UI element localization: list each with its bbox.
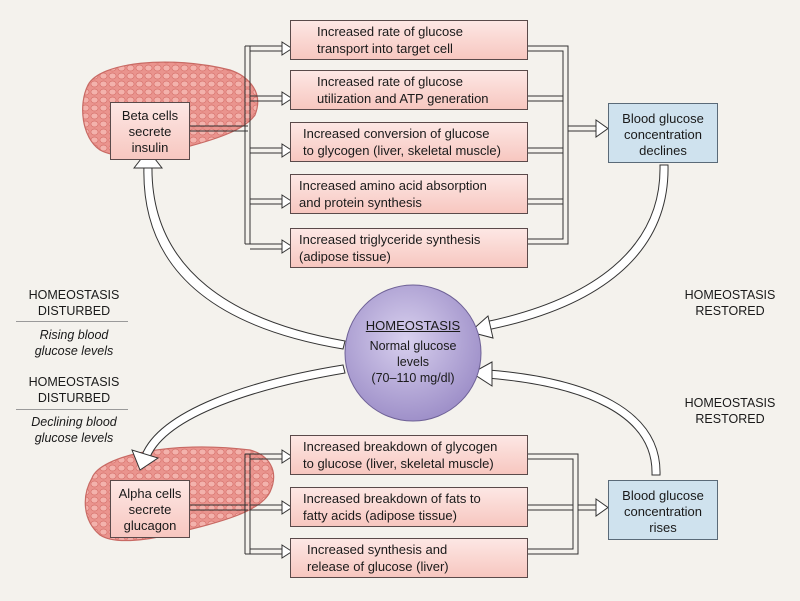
glucose-rises-box: Blood glucose concentration rises (608, 480, 718, 540)
divider-top (16, 321, 128, 322)
insulin-effect-protein-synthesis: Increased amino acid absorption and prot… (290, 174, 528, 214)
glucagon-effect-fat-breakdown: Increased breakdown of fats to fatty aci… (290, 487, 528, 527)
insulin-branch-lines (190, 45, 596, 250)
homeostasis-circle (344, 284, 482, 422)
homeostasis-disturbed-bottom: HOMEOSTASIS DISTURBED (28, 375, 120, 405)
divider-bottom (16, 409, 128, 410)
homeostasis-title: HOMEOSTASIS (365, 318, 461, 333)
homeostasis-label: HOMEOSTASIS Normal glucose levels (70–11… (353, 318, 473, 386)
beta-cells-box: Beta cells secrete insulin (110, 102, 190, 160)
glucagon-effect-glycogen-breakdown: Increased breakdown of glycogen to gluco… (290, 435, 528, 475)
declining-glucose-label: Declining blood glucose levels (31, 415, 117, 445)
rising-glucose-label: Rising blood glucose levels (34, 328, 114, 358)
glucagon-effect-glucose-release: Increased synthesis and release of gluco… (290, 538, 528, 578)
insulin-arrowheads (281, 41, 609, 254)
homeostasis-normal-levels: Normal glucose levels (70–110 mg/dl) (369, 339, 457, 385)
glucose-declines-box: Blood glucose concentration declines (608, 103, 718, 163)
insulin-effect-triglyceride-synthesis: Increased triglyceride synthesis (adipos… (290, 228, 528, 268)
insulin-effect-glucose-transport: Increased rate of glucose transport into… (290, 20, 528, 60)
alpha-cells-box: Alpha cells secrete glucagon (110, 480, 190, 538)
homeostasis-disturbed-top: HOMEOSTASIS DISTURBED (28, 288, 120, 318)
homeostasis-restored-bottom: HOMEOSTASIS RESTORED (684, 396, 776, 426)
insulin-effect-glucose-utilization: Increased rate of glucose utilization an… (290, 70, 528, 110)
homeostasis-restored-top: HOMEOSTASIS RESTORED (684, 288, 776, 318)
insulin-effect-glycogen-synthesis: Increased conversion of glucose to glyco… (290, 122, 528, 162)
glucagon-branch-lines (190, 453, 596, 555)
glucagon-arrowheads (281, 449, 609, 559)
